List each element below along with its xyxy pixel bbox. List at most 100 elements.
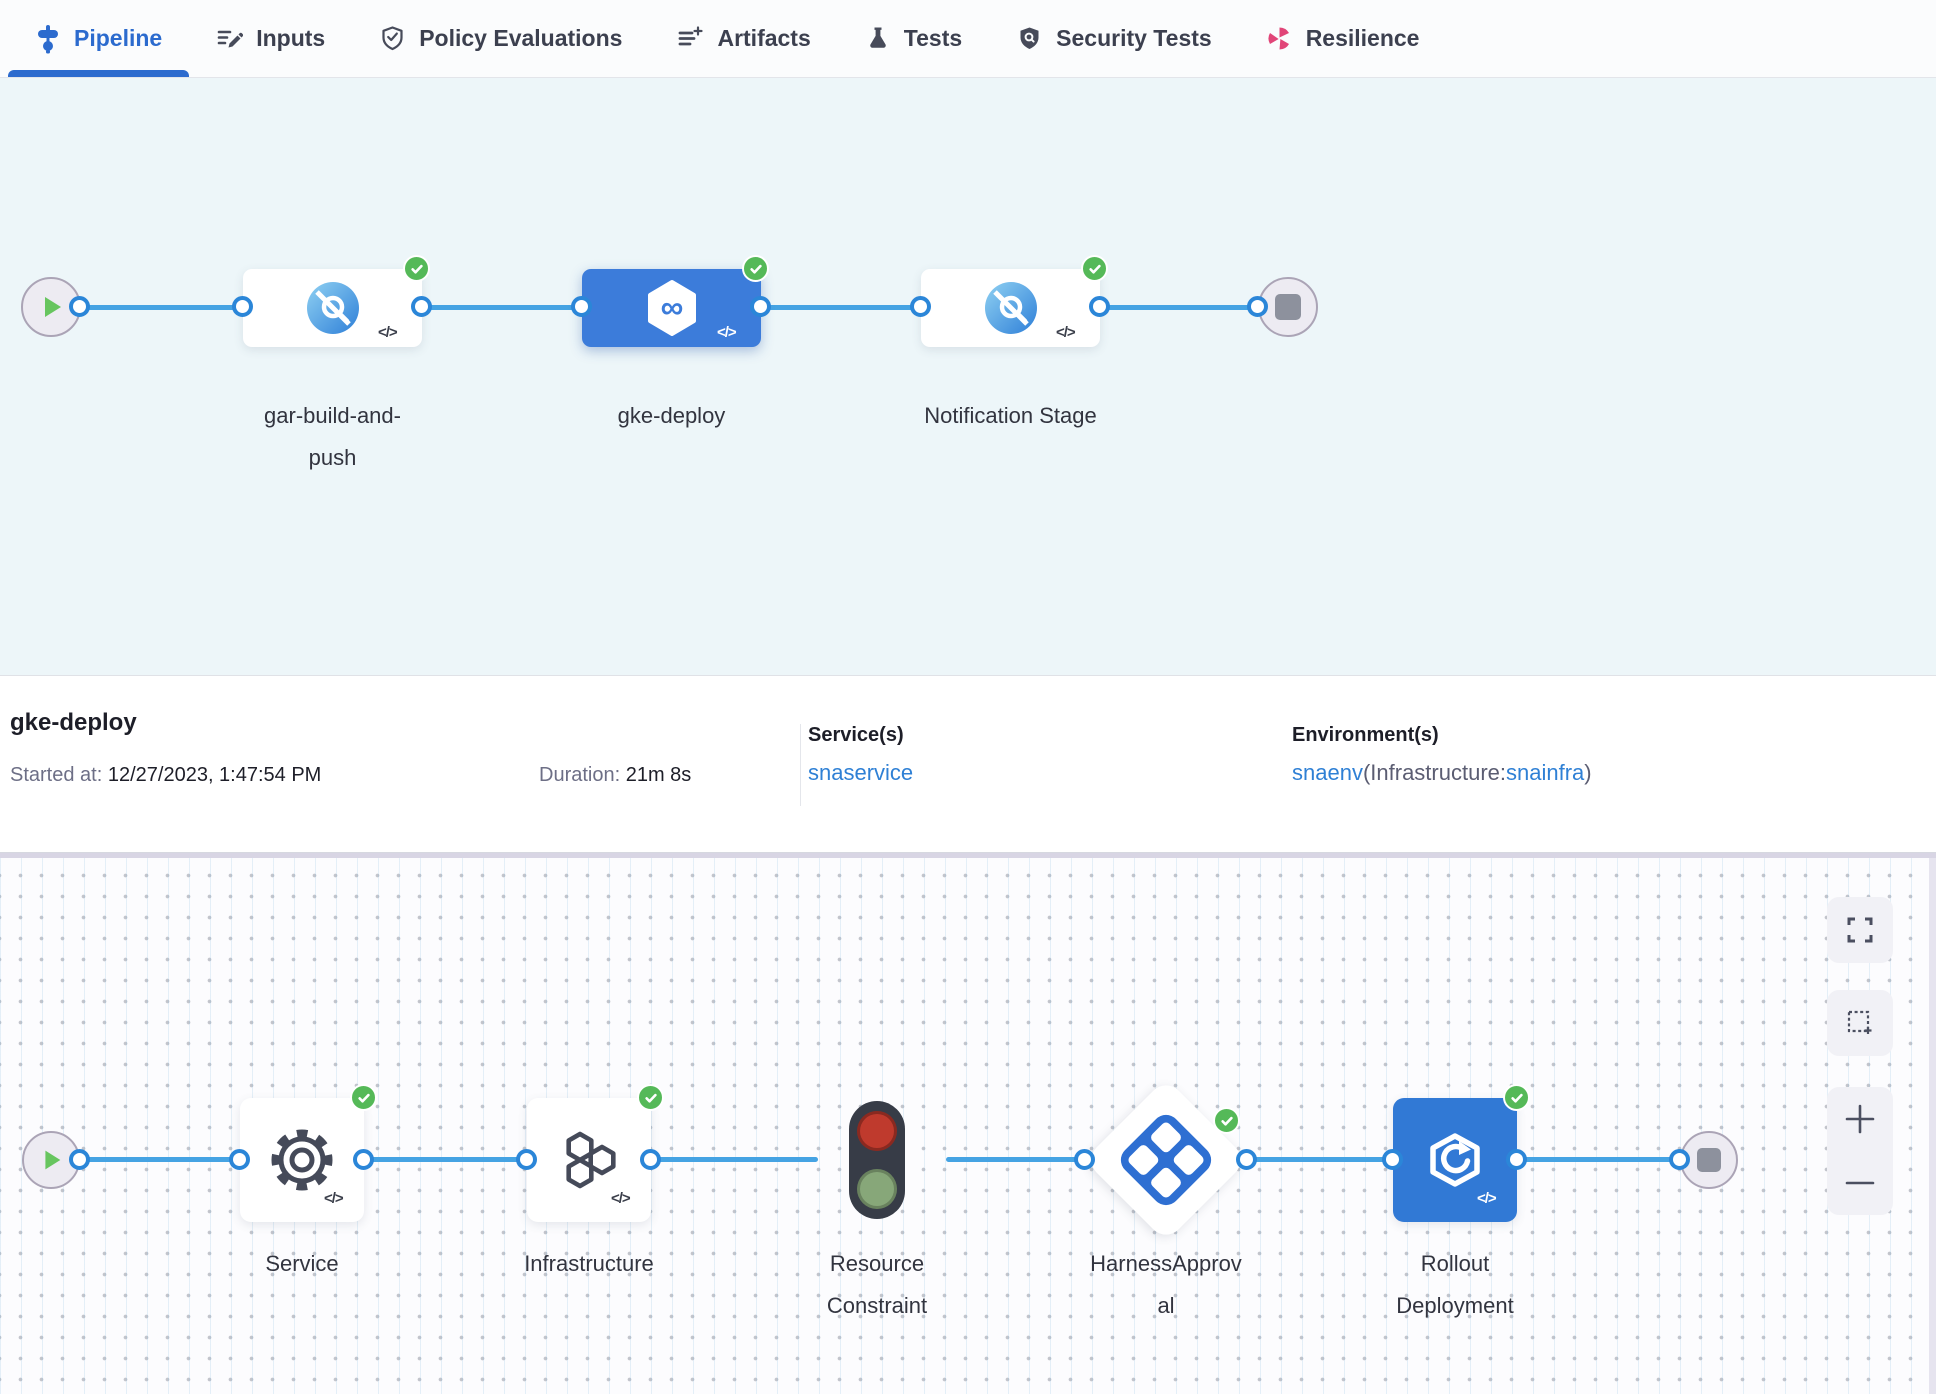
stage-graph-canvas[interactable]: </> gar-build-and-push ∞ </> gke-deploy <box>0 78 1936 675</box>
list-plus-icon <box>679 26 704 46</box>
environment-link[interactable]: snaenv <box>1292 760 1363 785</box>
stage-yaml-toggle[interactable]: </> <box>1056 324 1076 341</box>
tab-inputs[interactable]: Inputs <box>189 0 352 77</box>
inputs-icon <box>217 30 244 48</box>
step-yaml-toggle[interactable]: </> <box>611 1190 631 1207</box>
zoom-in-button[interactable] <box>1827 1087 1893 1151</box>
step-label: Resource Constraint <box>826 1251 928 1318</box>
stage-label: Notification Stage <box>924 403 1097 428</box>
shield-check-icon <box>382 26 403 51</box>
fullscreen-button[interactable] <box>1827 897 1893 963</box>
step-label: Rollout Deployment <box>1396 1251 1514 1318</box>
fullscreen-icon <box>1847 917 1873 943</box>
traffic-light-green <box>857 1169 897 1209</box>
zoom-out-button[interactable] <box>1827 1151 1893 1215</box>
step-label: HarnessApproval <box>1090 1251 1242 1318</box>
play-icon <box>45 1150 61 1170</box>
port <box>910 296 931 317</box>
port <box>1247 296 1268 317</box>
port <box>571 296 592 317</box>
port <box>1089 296 1110 317</box>
tab-label: Security Tests <box>1056 25 1212 51</box>
hexagons-icon <box>566 1131 616 1189</box>
stop-icon <box>1697 1148 1721 1172</box>
horizontal-scrollbar[interactable] <box>0 853 1936 858</box>
stage-success-badge <box>742 255 769 282</box>
minus-icon <box>1845 1181 1875 1185</box>
stage-success-badge <box>403 255 430 282</box>
started-at: Started at: 12/27/2023, 1:47:54 PM <box>10 764 322 786</box>
play-icon <box>45 297 61 317</box>
execution-tab-bar: Pipeline Inputs Policy Evaluations <box>0 0 1936 78</box>
step-node-service[interactable] <box>240 1098 364 1222</box>
service-link[interactable]: snaservice <box>808 760 914 785</box>
active-tab-underline <box>8 70 190 77</box>
stage-yaml-toggle[interactable]: </> <box>717 324 737 341</box>
edge-line <box>946 1157 1085 1162</box>
edge-line <box>651 1157 818 1162</box>
stage-success-badge <box>1081 255 1108 282</box>
stage-node-gke-deploy[interactable]: ∞ <box>582 269 761 347</box>
tab-policy-evaluations[interactable]: Policy Evaluations <box>352 0 649 77</box>
stage-title: gke-deploy <box>10 709 137 736</box>
port <box>1382 1149 1403 1170</box>
shield-scan-icon <box>1020 27 1039 49</box>
approval-icon <box>1115 1109 1217 1211</box>
step-label: Service <box>265 1251 339 1276</box>
port <box>69 1149 90 1170</box>
step-success-badge <box>1503 1084 1530 1111</box>
step-yaml-toggle[interactable]: </> <box>1477 1190 1497 1207</box>
cd-deploy-stage-icon: ∞ <box>647 280 696 336</box>
port <box>750 296 771 317</box>
port <box>516 1149 537 1170</box>
tab-label: Tests <box>903 25 963 51</box>
tab-tests[interactable]: Tests <box>838 0 989 77</box>
pipeline-icon <box>38 24 58 53</box>
step-node-infrastructure[interactable] <box>527 1098 651 1222</box>
end-node <box>1680 1131 1738 1189</box>
step-node-harness-approval[interactable] <box>1083 1077 1249 1243</box>
stage-node-notification-stage[interactable] <box>921 269 1100 347</box>
edge-line <box>364 1157 527 1162</box>
stage-yaml-toggle[interactable]: </> <box>378 324 398 341</box>
tab-label: Artifacts <box>717 25 811 51</box>
step-success-badge <box>350 1084 377 1111</box>
infrastructure-link[interactable]: snainfra <box>1506 760 1585 785</box>
infinity-glyph: ∞ <box>660 289 683 325</box>
port <box>411 296 432 317</box>
stage-label: gke-deploy <box>617 403 726 428</box>
step-yaml-toggle[interactable]: </> <box>324 1190 344 1207</box>
edge-line <box>1100 305 1256 310</box>
step-node-rollout-deployment[interactable] <box>1393 1098 1517 1222</box>
step-node-resource-constraint[interactable] <box>849 1101 905 1219</box>
stage-label: gar-build-and-push <box>264 403 401 470</box>
stage-node-gar-build-and-push[interactable] <box>243 269 422 347</box>
edge-line <box>761 305 921 310</box>
edge-line <box>1517 1157 1680 1162</box>
port <box>1074 1149 1095 1170</box>
plus-icon <box>1845 1104 1875 1134</box>
port <box>1669 1149 1690 1170</box>
environments-label: Environment(s) <box>1292 724 1439 746</box>
port <box>353 1149 374 1170</box>
ci-build-stage-icon <box>306 282 359 334</box>
tab-pipeline[interactable]: Pipeline <box>8 0 190 77</box>
execution-graph-canvas[interactable]: </> Service </> Infrastructure Resource <box>0 853 1936 1394</box>
chaos-pinwheel-icon <box>1268 27 1289 50</box>
tab-resilience[interactable]: Resilience <box>1239 0 1447 77</box>
edge-line <box>1247 1157 1393 1162</box>
tab-security-tests[interactable]: Security Tests <box>989 0 1239 77</box>
port <box>69 296 90 317</box>
stage-details-bar: gke-deploy Started at: 12/27/2023, 1:47:… <box>0 675 1936 853</box>
custom-stage-icon <box>984 282 1037 334</box>
vertical-scrollbar[interactable] <box>1929 858 1936 1394</box>
tab-label: Policy Evaluations <box>419 25 623 51</box>
services-label: Service(s) <box>808 724 904 746</box>
marquee-selection-icon <box>1847 1010 1872 1034</box>
step-success-badge <box>1213 1107 1240 1134</box>
tab-artifacts[interactable]: Artifacts <box>649 0 837 77</box>
marquee-select-button[interactable] <box>1827 990 1893 1056</box>
edge-line <box>422 305 582 310</box>
zoom-controls <box>1827 1087 1893 1215</box>
